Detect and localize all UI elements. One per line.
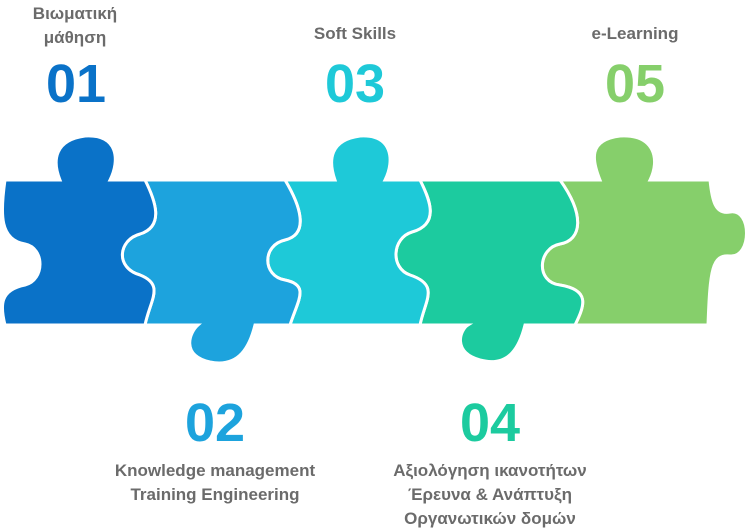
step-01-line-2: μάθηση — [43, 28, 107, 47]
step-01-line-1: Βιωματική — [32, 4, 118, 23]
step-01-label: Βιωματική μάθηση — [0, 2, 150, 50]
step-02-label: Knowledge management Training Engineerin… — [90, 459, 340, 507]
step-03-label: Soft Skills — [280, 22, 430, 46]
step-02-line-1: Knowledge management — [114, 461, 316, 480]
step-01-number: 01 — [45, 54, 107, 114]
step-05-number: 05 — [604, 54, 666, 114]
step-04-line-1: Αξιολόγηση ικανοτήτων — [393, 461, 587, 480]
step-04-number: 04 — [459, 393, 521, 453]
step-05-label: e-Learning — [560, 22, 710, 46]
step-05-line-1: e-Learning — [591, 24, 679, 43]
step-04-line-3: Οργανωτικών δομών — [404, 509, 576, 528]
step-02-number: 02 — [184, 393, 246, 453]
puzzle-piece-01 — [0, 134, 158, 327]
step-02-line-2: Training Engineering — [130, 485, 300, 504]
step-03-number: 03 — [324, 54, 386, 114]
step-04-label: Αξιολόγηση ικανοτήτων Έρευνα & Ανάπτυξη … — [365, 459, 615, 531]
step-04-line-2: Έρευνα & Ανάπτυξη — [408, 485, 572, 504]
step-03-line-1: Soft Skills — [313, 24, 397, 43]
